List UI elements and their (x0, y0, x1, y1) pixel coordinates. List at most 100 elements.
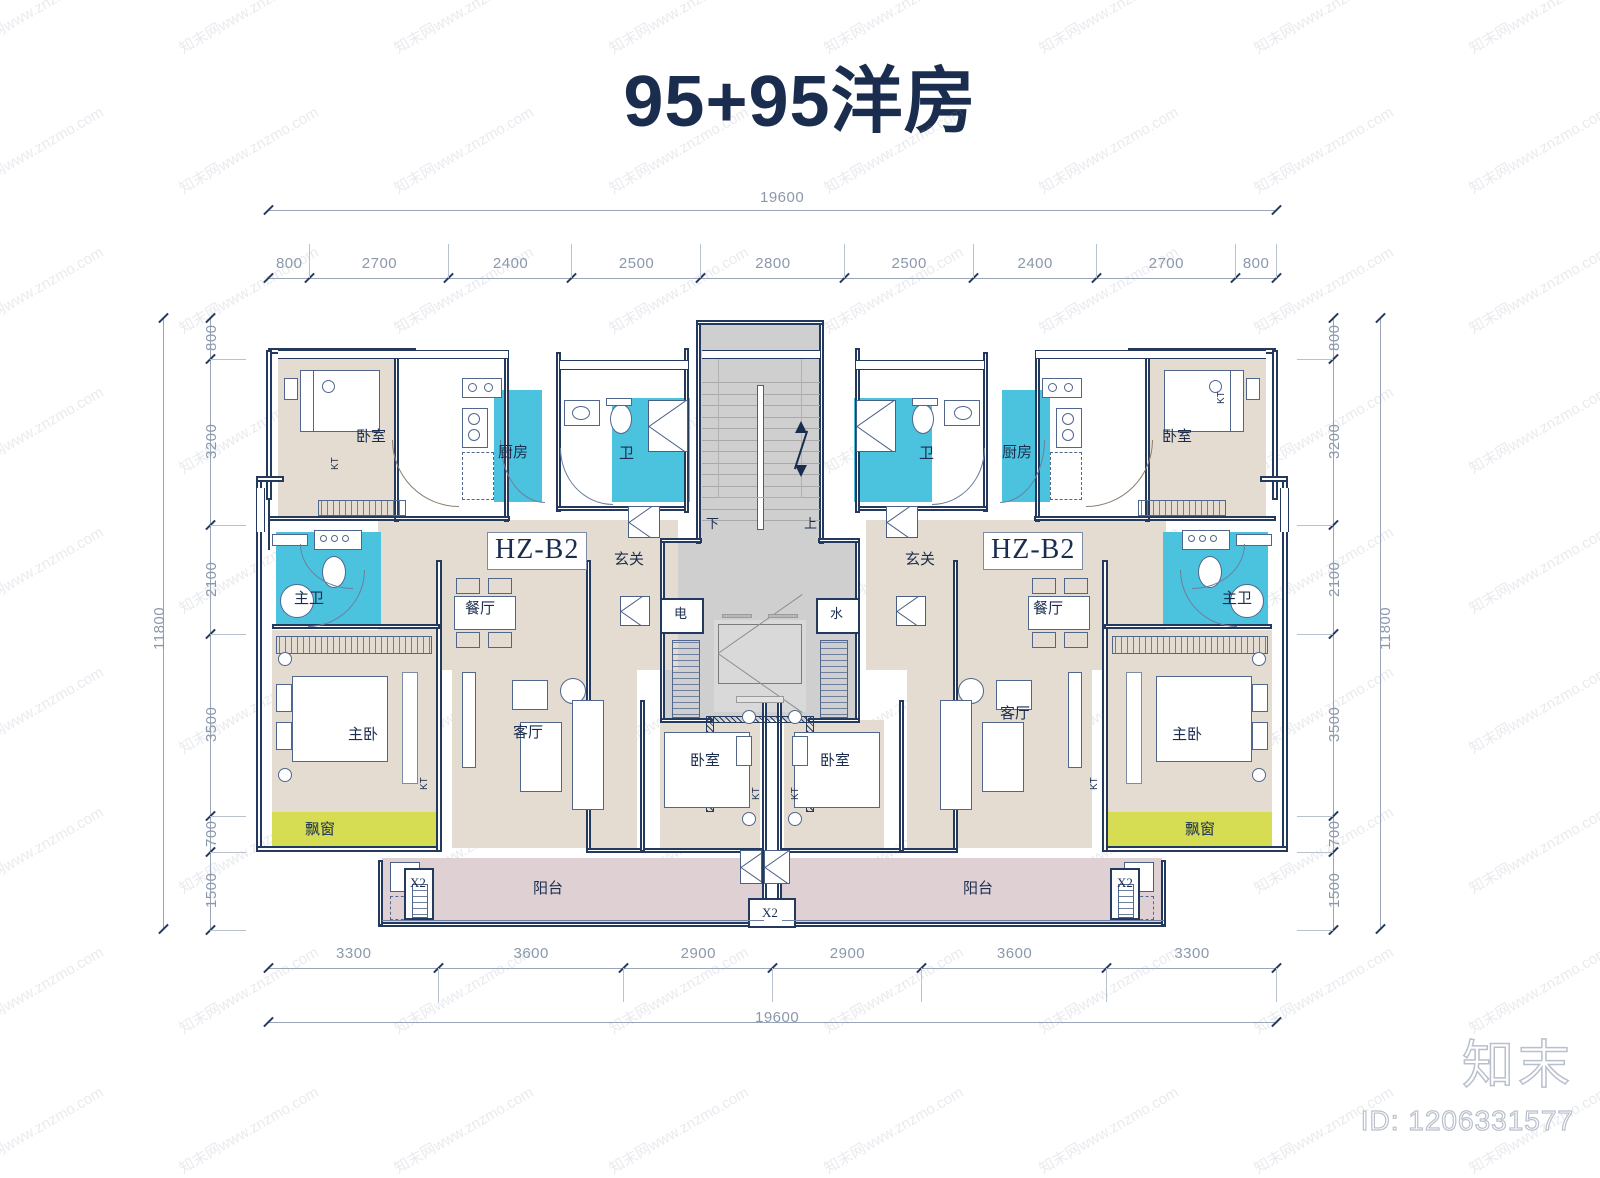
dim-bottom-seg-2: 2900 (680, 945, 716, 962)
right-balcony-fill (782, 858, 1162, 926)
right-party-wall (1102, 560, 1108, 852)
left-bedroom-window (278, 350, 408, 359)
label-left-bath: 卫 (619, 444, 635, 462)
watermark-tile: 知末网www.znzmo.com (1251, 663, 1397, 758)
watermark-tile: 知末网www.znzmo.com (821, 0, 967, 58)
dim-left-total: 11800 (151, 606, 168, 650)
label-right-master-bedroom: 主卧 (1172, 725, 1203, 743)
watermark-tile: 知末网www.znzmo.com (1466, 663, 1600, 758)
label-right-bedroom-top: 卧室 (1162, 427, 1193, 445)
label-water: 水 (830, 607, 844, 622)
watermark-tile: 知末网www.znzmo.com (606, 0, 752, 58)
dim-right-total: 11800 (1377, 606, 1394, 650)
dim-right-seg-3: 3500 (1326, 706, 1343, 742)
watermark-tile: 知末网www.znzmo.com (0, 243, 107, 338)
dim-right-seg-4: 700 (1326, 820, 1343, 847)
right-toilet (912, 404, 934, 434)
watermark-tile: 知末网www.znzmo.com (1466, 943, 1600, 1038)
left-kt-tag-3: KT (751, 787, 762, 800)
right-bedroom-closet (1138, 500, 1226, 516)
stair-arrow-up (795, 421, 807, 433)
dim-left-seg-2: 2100 (203, 561, 220, 597)
unit-label-left: HZ-B2 (487, 532, 588, 570)
label-electrical: 电 (674, 607, 688, 622)
watermark-tile: 知末网www.znzmo.com (1036, 1083, 1182, 1178)
watermark-tile: 知末网www.znzmo.com (176, 1083, 322, 1178)
dim-top-total: 19600 (760, 189, 805, 206)
electrical-closet (660, 598, 704, 634)
dim-top-seg-3: 2500 (618, 255, 655, 272)
watermark-tile: 知末网www.znzmo.com (0, 803, 107, 898)
dim-left-seg-3: 3500 (203, 706, 220, 742)
right-bath-window (856, 360, 984, 370)
right-armchair (996, 680, 1032, 710)
dim-bottom-seg-0: 3300 (336, 945, 372, 962)
dim-right-seg-0: 800 (1326, 324, 1343, 352)
label-left-master-bath: 主卫 (294, 589, 325, 607)
right-bedroom-window (1136, 350, 1266, 359)
brand-watermark: 知末 (1461, 1036, 1574, 1096)
right-riser (820, 640, 848, 718)
label-right-bath: 卫 (919, 444, 935, 462)
watermark-tile: 知末网www.znzmo.com (1466, 243, 1600, 338)
label-center-x2: X2 (762, 905, 778, 920)
left-side-table (560, 678, 586, 704)
dim-left-seg-5: 1500 (203, 872, 220, 908)
dim-bottom-seg-5: 3300 (1174, 945, 1210, 962)
stair-handrail (757, 385, 764, 530)
left-dining-table (454, 596, 516, 630)
watermark-tile: 知末网www.znzmo.com (1466, 523, 1600, 618)
stair-arrow-down (795, 465, 807, 477)
dim-top-seg-4: 2800 (755, 255, 791, 272)
dim-top-seg-0: 800 (275, 255, 303, 272)
left-masterbath-window (256, 488, 265, 532)
left-toilet (610, 404, 632, 434)
left-center-bed (664, 732, 750, 808)
label-left-living: 客厅 (513, 723, 544, 741)
watermark-tile: 知末网www.znzmo.com (0, 383, 107, 478)
center-x2-duct (748, 898, 796, 928)
label-right-balcony: 阳台 (963, 879, 994, 897)
right-kt-tag-3: KT (790, 787, 801, 800)
right-coffee-table (982, 722, 1024, 792)
left-riser (672, 640, 700, 718)
label-left-foyer: 玄关 (614, 550, 645, 568)
dim-top-seg-7: 2700 (1148, 255, 1184, 272)
left-exterior-wall (256, 476, 262, 852)
left-sofa (572, 700, 604, 810)
dim-bottom-seg-1: 3600 (513, 945, 549, 962)
watermark-tile: 知末网www.znzmo.com (1036, 943, 1182, 1038)
label-right-bay-window: 飘窗 (1185, 820, 1216, 838)
watermark-tile: 知末网www.znzmo.com (391, 1083, 537, 1178)
label-right-living: 客厅 (1000, 704, 1031, 722)
stair-window (702, 350, 820, 359)
watermark-tile: 知末网www.znzmo.com (606, 943, 752, 1038)
watermark-tile: 知末网www.znzmo.com (1466, 803, 1600, 898)
watermark-tile: 知末网www.znzmo.com (0, 943, 107, 1038)
left-coffee-table (520, 722, 562, 792)
label-left-bay-window: 飘窗 (305, 820, 336, 838)
right-ceiling-light (1209, 380, 1222, 393)
right-masterbath-window (1280, 488, 1289, 532)
right-kt-tag-2: KT (1089, 777, 1100, 790)
label-left-dining: 餐厅 (465, 599, 496, 617)
right-dining-table (1028, 596, 1090, 630)
right-baywindow-fill (1107, 812, 1272, 850)
left-bath-window (560, 360, 688, 370)
watermark-tile: 知末网www.znzmo.com (176, 0, 322, 58)
right-master-bed (1156, 676, 1252, 762)
watermark-tile: 知末网www.znzmo.com (821, 1083, 967, 1178)
label-left-bedroom-top: 卧室 (356, 427, 387, 445)
watermark-tile: 知末网www.znzmo.com (1251, 523, 1397, 618)
label-right-x2: X2 (1117, 875, 1133, 890)
label-left-kitchen: 厨房 (498, 443, 529, 461)
dim-top-seg-1: 2700 (361, 255, 398, 272)
left-master-bed (292, 676, 388, 762)
dim-right-seg-2: 2100 (1326, 561, 1343, 597)
dim-bottom-total: 19600 (755, 1009, 800, 1026)
left-kt-tag-1: KT (330, 457, 341, 470)
right-center-bed (794, 732, 880, 808)
right-exterior-wall (1282, 476, 1288, 852)
watermark-tile: 知末网www.znzmo.com (176, 943, 322, 1038)
watermark-tile: 知末网www.znzmo.com (0, 0, 107, 58)
